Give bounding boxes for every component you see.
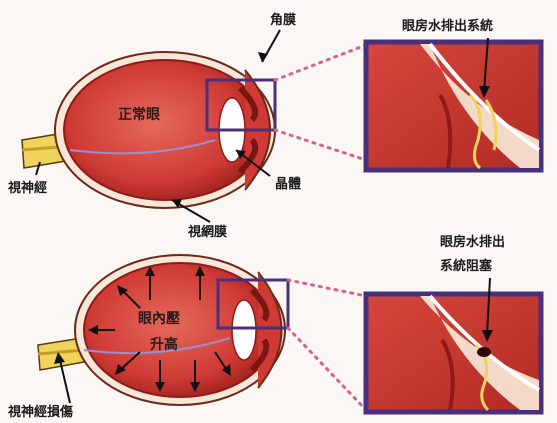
zoom-connector-bottom <box>288 280 366 410</box>
label-drainage-blocked-2: 系統阻塞 <box>440 260 492 273</box>
drainage-zoom-panel-top <box>366 42 541 170</box>
label-lens: 晶體 <box>275 178 301 191</box>
drainage-zoom-panel-bottom <box>366 294 541 412</box>
label-normal-eye: 正常眼 <box>118 108 160 122</box>
cornea-bottom <box>258 272 282 388</box>
zoom-connector-top <box>275 45 366 160</box>
label-optic-nerve: 視神經 <box>8 182 47 195</box>
label-drainage-blocked-1: 眼房水排出 <box>440 236 505 249</box>
label-pressure-rise: 升高 <box>150 338 178 352</box>
normal-eye-illustration <box>22 52 275 208</box>
label-eye-pressure: 眼內壓 <box>138 312 180 326</box>
label-drainage-system: 眼房水排出系統 <box>402 20 493 33</box>
label-optic-nerve-damage: 視神經損傷 <box>8 406 73 419</box>
blockage-mark <box>477 347 491 357</box>
label-retina: 視網膜 <box>188 226 227 239</box>
lens-bottom <box>232 300 256 360</box>
label-cornea: 角膜 <box>270 14 296 27</box>
